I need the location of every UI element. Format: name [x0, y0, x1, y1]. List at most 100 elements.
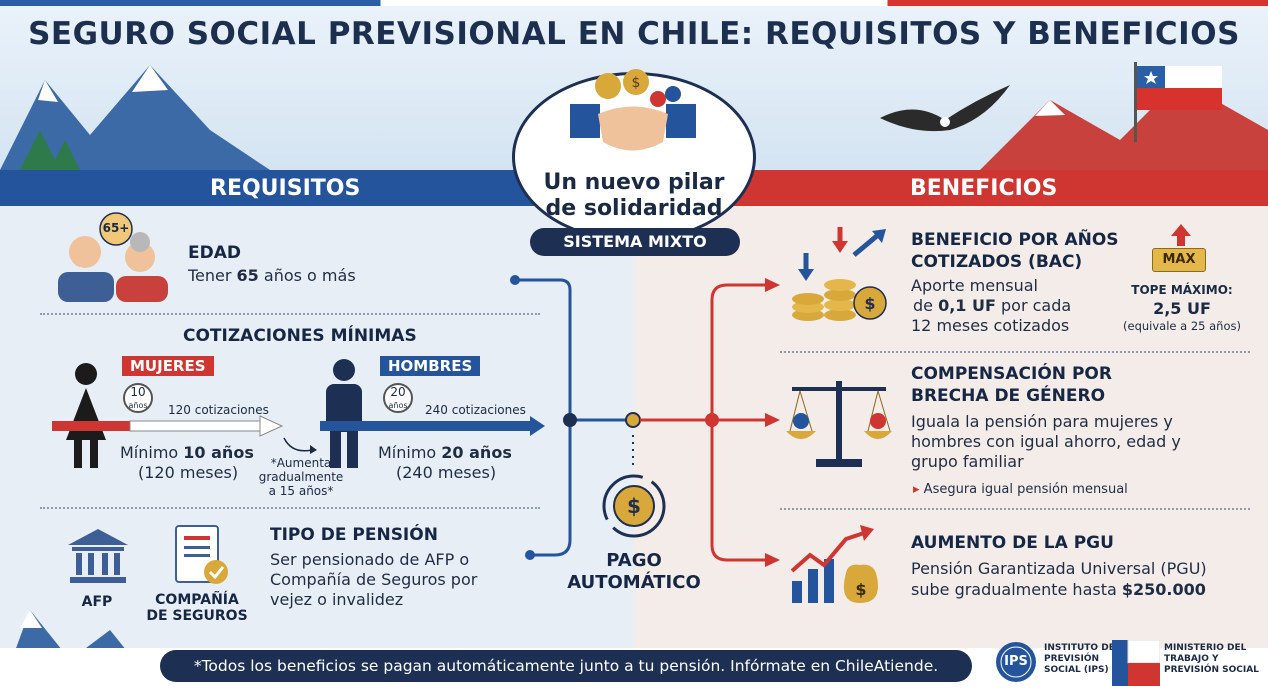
pgu-line2: sube gradualmente hasta $250.000 [911, 579, 1207, 600]
women-years-badge: 10 años [123, 383, 153, 413]
center-badge [512, 72, 756, 242]
payment-line2: AUTOMÁTICO [567, 572, 701, 593]
gender-note: ▸ Asegura igual pensión mensual [913, 482, 1128, 497]
contrib-title: COTIZACIONES MÍNIMAS [183, 326, 417, 346]
pgu-line2-pre: sube gradualmente hasta [911, 580, 1122, 599]
men-bar-label: 240 cotizaciones [425, 403, 526, 417]
pgu-title: AUMENTO DE LA PGU [911, 533, 1114, 553]
bac-line2-bold: 0,1 UF [938, 296, 996, 315]
age-text-bold: 65 [236, 266, 259, 285]
bank-icon [68, 529, 128, 583]
bac-line1: Aporte mensual [911, 276, 1038, 295]
max-value: 2,5 UF [1153, 299, 1211, 318]
max-arrow-icon [1171, 224, 1191, 246]
divider [780, 351, 1250, 353]
man-icon [326, 359, 362, 468]
pension-line1: Ser pensionado de AFP o [270, 550, 470, 569]
gender-line2: hombres con igual ahorro, edad y [911, 432, 1181, 451]
insurance-document-icon [175, 525, 228, 584]
age-title: EDAD [188, 243, 241, 263]
men-min-bold: 20 años [441, 443, 512, 462]
pension-line2: Compañía de Seguros por [270, 570, 478, 589]
pgu-text: Pensión Garantizada Universal (PGU) sube… [911, 558, 1207, 600]
ips-line1: INSTITUTO DE [1044, 643, 1115, 653]
ips-name: INSTITUTO DE PREVISIÓN SOCIAL (IPS) [1044, 643, 1115, 676]
ministry-logo-icon [1112, 640, 1160, 686]
bac-title: BENEFICIO POR AÑOS COTIZADOS (BAC) [911, 229, 1119, 273]
requisitos-header: REQUISITOS [210, 176, 361, 201]
payment-line1: PAGO [606, 550, 662, 571]
chile-flag-icon [1134, 62, 1222, 142]
gender-text: Iguala la pensión para mujeres y hombres… [911, 412, 1181, 472]
elderly-couple-icon [58, 212, 168, 302]
ministry-line2: TRABAJO Y [1164, 654, 1219, 664]
gender-line1: Iguala la pensión para mujeres y [911, 412, 1173, 431]
men-tag: HOMBRES [380, 356, 481, 376]
contrib-bars [52, 415, 545, 437]
age-badge: 65+ [102, 221, 130, 235]
handshake-icon: $ [570, 69, 696, 151]
bac-line2: de 0,1 UF por cada [911, 296, 1071, 316]
men-minimum: Mínimo 20 años [378, 443, 512, 463]
beneficios-panel [634, 205, 1268, 650]
age-text-pre: Tener [188, 266, 237, 285]
women-years-number: 10 [130, 385, 146, 399]
gender-title-2: BRECHA DE GÉNERO [911, 386, 1106, 406]
svg-text:$: $ [627, 494, 641, 518]
ips-line3: SOCIAL (IPS) [1044, 665, 1109, 675]
age-text-post: años o más [258, 266, 356, 285]
growth-chart-icon: $ [790, 525, 878, 603]
ips-abbr: IPS [1004, 654, 1028, 669]
bac-line3: 12 meses cotizados [911, 316, 1070, 335]
men-min-pre: Mínimo [378, 443, 442, 462]
max-badge: MAX [1152, 248, 1206, 272]
men-months: (240 meses) [396, 463, 497, 482]
pgu-line2-bold: $250.000 [1121, 580, 1206, 599]
divider [40, 507, 540, 509]
women-bar-label: 120 cotizaciones [168, 403, 269, 417]
divider [780, 508, 1250, 510]
pension-line3: vejez o invalidez [270, 590, 404, 609]
bac-line2-pre: de [913, 296, 939, 315]
men-years-unit: años [388, 401, 408, 410]
pillar-text: Un nuevo pilar de solidaridad [520, 170, 748, 222]
curved-arrow-icon [283, 437, 317, 454]
max-title: TOPE MÁXIMO: [1131, 283, 1233, 297]
divider [40, 313, 540, 315]
ministry-line3: PREVISIÓN SOCIAL [1164, 665, 1259, 675]
payment-label: PAGO AUTOMÁTICO [560, 550, 708, 594]
max-note: (equivale a 25 años) [1123, 319, 1241, 333]
pillar-line1: Un nuevo pilar [543, 170, 725, 195]
women-tag: MUJERES [122, 356, 214, 376]
flag-stripe [0, 0, 1268, 6]
pgu-line1: Pensión Garantizada Universal (PGU) [911, 559, 1207, 578]
ministry-line1: MINISTERIO DEL [1164, 643, 1247, 653]
svg-text:$: $ [855, 580, 866, 599]
auto-payment-icon: $ [602, 474, 666, 538]
gender-title-1: COMPENSACIÓN POR [911, 364, 1112, 384]
men-years-number: 20 [390, 385, 406, 399]
bac-title-1: BENEFICIO POR AÑOS [911, 230, 1119, 250]
afp-label: AFP [81, 594, 113, 610]
coins-growth-icon: $ [792, 227, 887, 321]
balance-scale-icon [786, 381, 892, 467]
beneficios-header: BENEFICIOS [910, 176, 1058, 201]
ips-line2: PREVISIÓN [1044, 654, 1100, 664]
women-min-bold: 10 años [183, 443, 254, 462]
system-badge: SISTEMA MIXTO [530, 228, 740, 256]
gender-title: COMPENSACIÓN POR BRECHA DE GÉNERO [911, 363, 1112, 407]
women-years-unit: años [128, 401, 148, 410]
women-months: (120 meses) [138, 463, 239, 482]
ministry-name: MINISTERIO DEL TRABAJO Y PREVISIÓN SOCIA… [1164, 643, 1259, 676]
connector-lines [510, 275, 780, 567]
gradual-note: *Aumenta gradualmente a 15 años* [258, 456, 344, 498]
gender-note-text: Asegura igual pensión mensual [923, 482, 1128, 497]
svg-text:$: $ [632, 75, 641, 91]
page-title: SEGURO SOCIAL PREVISIONAL EN CHILE: REQU… [28, 16, 1240, 52]
bac-line2-post: por cada [995, 296, 1072, 315]
triangle-bullet-icon: ▸ [913, 482, 924, 497]
insurance-label-1: COMPAÑÍA [155, 592, 239, 608]
gender-line3: grupo familiar [911, 452, 1024, 471]
pension-title: TIPO DE PENSIÓN [270, 525, 438, 545]
ips-logo-icon [996, 642, 1036, 682]
